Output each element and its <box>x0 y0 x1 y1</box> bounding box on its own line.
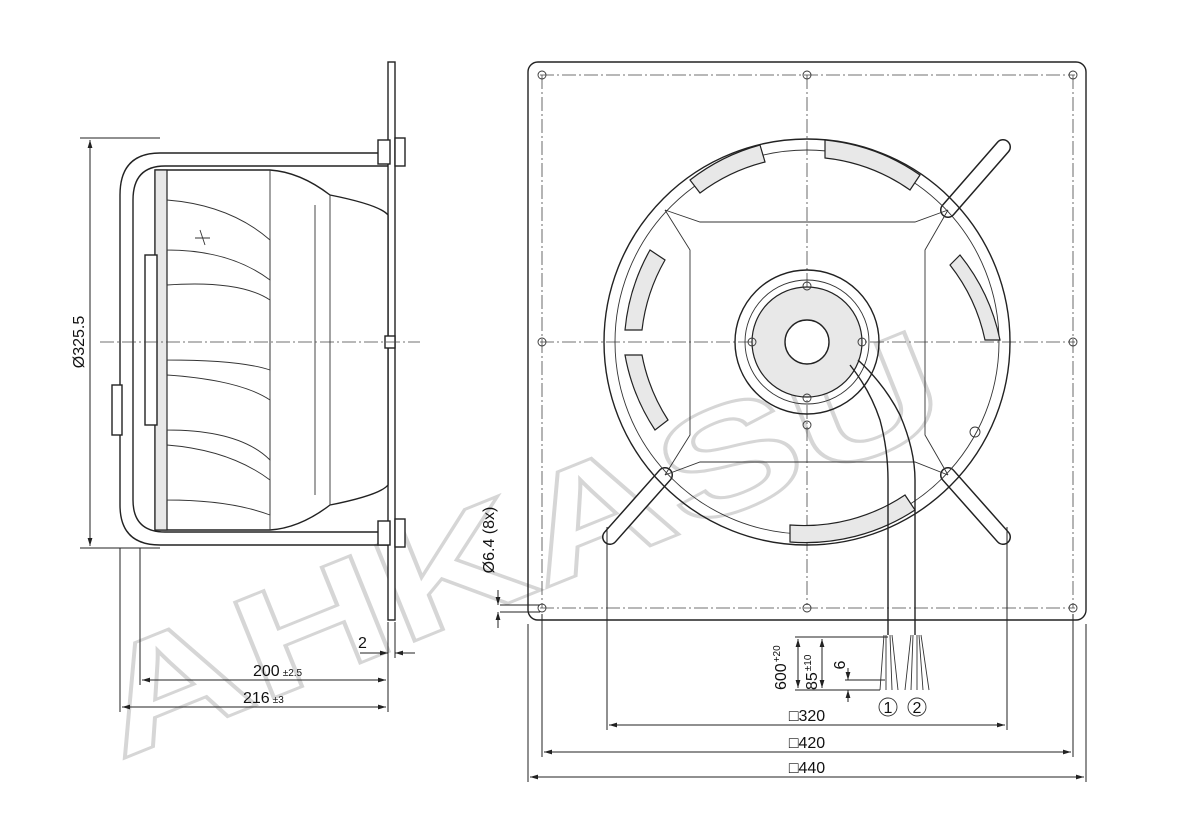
diameter-label: Ø325.5 <box>71 316 88 369</box>
side-view: Ø325.5 2 200±2.5 216±3 <box>71 61 420 712</box>
strip-6-label: 6 <box>832 660 849 669</box>
impeller-body <box>154 169 389 531</box>
cable-85-label: 85±10 <box>803 654 821 690</box>
motor-hub <box>144 254 158 426</box>
side-frame-arm-inner <box>132 165 388 533</box>
motor-hub-front <box>734 269 880 415</box>
width-216-label: 216±3 <box>243 690 284 707</box>
plate-thickness-label: 2 <box>358 635 367 652</box>
front-view: 1 2 Ø6.4 (8x) 600+20 85±10 6 <box>481 61 1087 782</box>
cable-2-label: 2 <box>913 700 922 717</box>
front-mounting-plate <box>527 61 1087 621</box>
dim-440-label: □440 <box>789 760 825 777</box>
side-frame-arm <box>119 152 388 546</box>
impeller-outer-ring <box>603 138 1011 546</box>
dim-420-label: □420 <box>789 735 825 752</box>
support-arms <box>602 139 1011 545</box>
dim-320-label: □320 <box>789 708 825 725</box>
hole-label: Ø6.4 (8x) <box>481 507 498 574</box>
cable-1-label: 1 <box>884 700 893 717</box>
bolt-bottom <box>377 520 391 546</box>
ring-slots <box>624 139 1001 544</box>
cable-600-label: 600+20 <box>772 645 790 690</box>
width-200-label: 200±2.5 <box>253 663 303 680</box>
bolt-top <box>377 139 391 165</box>
mounting-holes <box>537 70 1078 613</box>
cables <box>849 359 930 691</box>
cable-gland <box>111 384 123 436</box>
